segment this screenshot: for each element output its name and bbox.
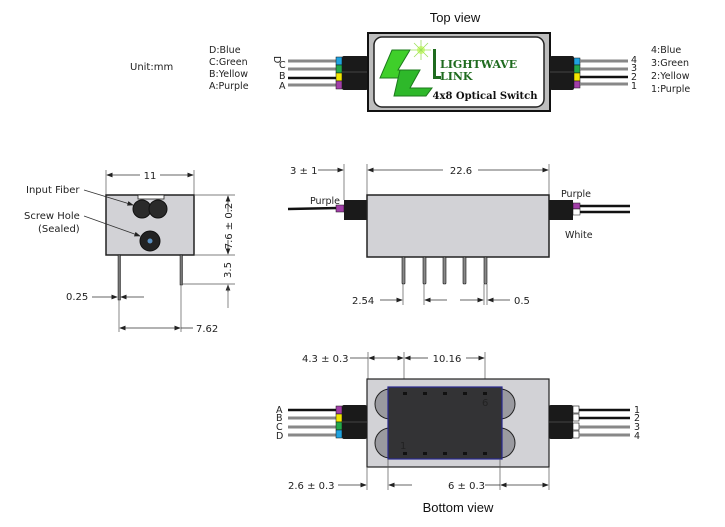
side-left-fiber-label: Purple — [310, 196, 340, 207]
bottom-pads — [403, 392, 487, 455]
laser-star-icon — [411, 40, 431, 60]
right-edge-dim: 6 ± 0.3 — [448, 481, 485, 492]
fiber-number-4: 4 — [631, 55, 637, 66]
fiber-letter-a: A — [279, 81, 286, 92]
side-right-fiber-bottom-label: White — [565, 230, 593, 241]
legend-2: 2:Yellow — [651, 71, 690, 82]
pin-span-dim: 10.16 — [433, 354, 462, 365]
fiber-number-2: 2 — [631, 72, 637, 83]
fiber-letter-b: B — [279, 71, 286, 82]
side-left-boot — [344, 200, 367, 220]
pin-spacing-dim: 7.62 — [196, 324, 218, 335]
pitch-dim: 2.54 — [352, 296, 374, 307]
bottom-view: 4.3 ± 0.3 10.16 6 1 — [276, 352, 640, 515]
bottom-pcb — [387, 386, 503, 460]
top-left-fibers: D C B A — [271, 56, 368, 92]
side-right-fiber-top-label: Purple — [561, 189, 591, 200]
top-right-fibers: 4 3 2 1 — [550, 55, 637, 92]
left-edge-dim: 2.6 ± 0.3 — [288, 481, 335, 492]
side-right-boot — [549, 200, 573, 220]
legend-c: C:Green — [209, 57, 248, 68]
bottom-letter-b: B — [276, 413, 283, 424]
bottom-number-1: 1 — [634, 405, 640, 416]
side-housing — [366, 194, 550, 258]
pin-length-dim: 3.5 — [223, 262, 234, 278]
legend-3: 3:Green — [651, 58, 689, 69]
brand-line1: LIGHTWAVE — [440, 58, 517, 71]
bottom-letter-a: A — [276, 405, 283, 416]
left-color-legend: D:Blue C:Green B:Yellow A:Purple — [209, 45, 249, 92]
legend-d: D:Blue — [209, 45, 241, 56]
top-view: Top view Unit:mm D:Blue C:Green B:Yellow… — [130, 10, 690, 112]
bottom-letter-c: C — [276, 422, 283, 433]
offset-dim: 4.3 ± 0.3 — [302, 354, 349, 365]
right-color-legend: 4:Blue 3:Green 2:Yellow 1:Purple — [651, 45, 690, 95]
side-view: 3 ± 1 22.6 Purple Purple White — [287, 164, 630, 307]
screw-hole-sub: (Sealed) — [38, 224, 80, 235]
pin-label-1: 1 — [400, 441, 406, 452]
brand-line2: LINK — [440, 70, 473, 83]
fiber-number-1: 1 — [631, 81, 637, 92]
end-pin-right — [179, 254, 183, 286]
width-dim: 11 — [144, 171, 157, 182]
pin-label-6: 6 — [482, 398, 488, 409]
fiber-letter-c: C — [279, 60, 286, 71]
bottom-view-title: Bottom view — [423, 500, 494, 515]
fiber-letter-d: D — [271, 56, 282, 63]
unit-label: Unit:mm — [130, 62, 173, 73]
pin-dim: 0.5 — [514, 296, 530, 307]
end-pin-left — [117, 254, 121, 301]
end-view: 11 Input Fiber Screw Hole (Sealed) 7.6 ±… — [24, 170, 235, 335]
side-pins — [401, 256, 488, 285]
bottom-right-fibers: 1 2 3 4 — [549, 405, 640, 442]
bottom-letter-d: D — [276, 431, 283, 442]
top-view-title: Top view — [430, 10, 481, 25]
lightwave-logo: LIGHTWAVE LINK — [379, 40, 517, 97]
product-label: 4x8 Optical Switch — [433, 91, 539, 102]
screw-hole-label: Screw Hole — [24, 211, 80, 222]
bottom-number-3: 3 — [634, 422, 640, 433]
fiber-number-3: 3 — [631, 63, 637, 74]
pin-width-dim: 0.25 — [66, 292, 88, 303]
length-dim: 22.6 — [450, 166, 472, 177]
input-fiber-port — [132, 199, 152, 219]
legend-1: 1:Purple — [651, 84, 690, 95]
legend-a: A:Purple — [209, 81, 249, 92]
bottom-left-fibers: A B C D — [276, 405, 367, 442]
bottom-number-4: 4 — [634, 431, 640, 442]
legend-b: B:Yellow — [209, 69, 248, 80]
bottom-number-2: 2 — [634, 413, 640, 424]
legend-4: 4:Blue — [651, 45, 681, 56]
input-fiber-label: Input Fiber — [26, 185, 80, 196]
height-dim: 7.6 ± 0.2 — [224, 203, 235, 250]
boot-dim: 3 ± 1 — [290, 166, 317, 177]
